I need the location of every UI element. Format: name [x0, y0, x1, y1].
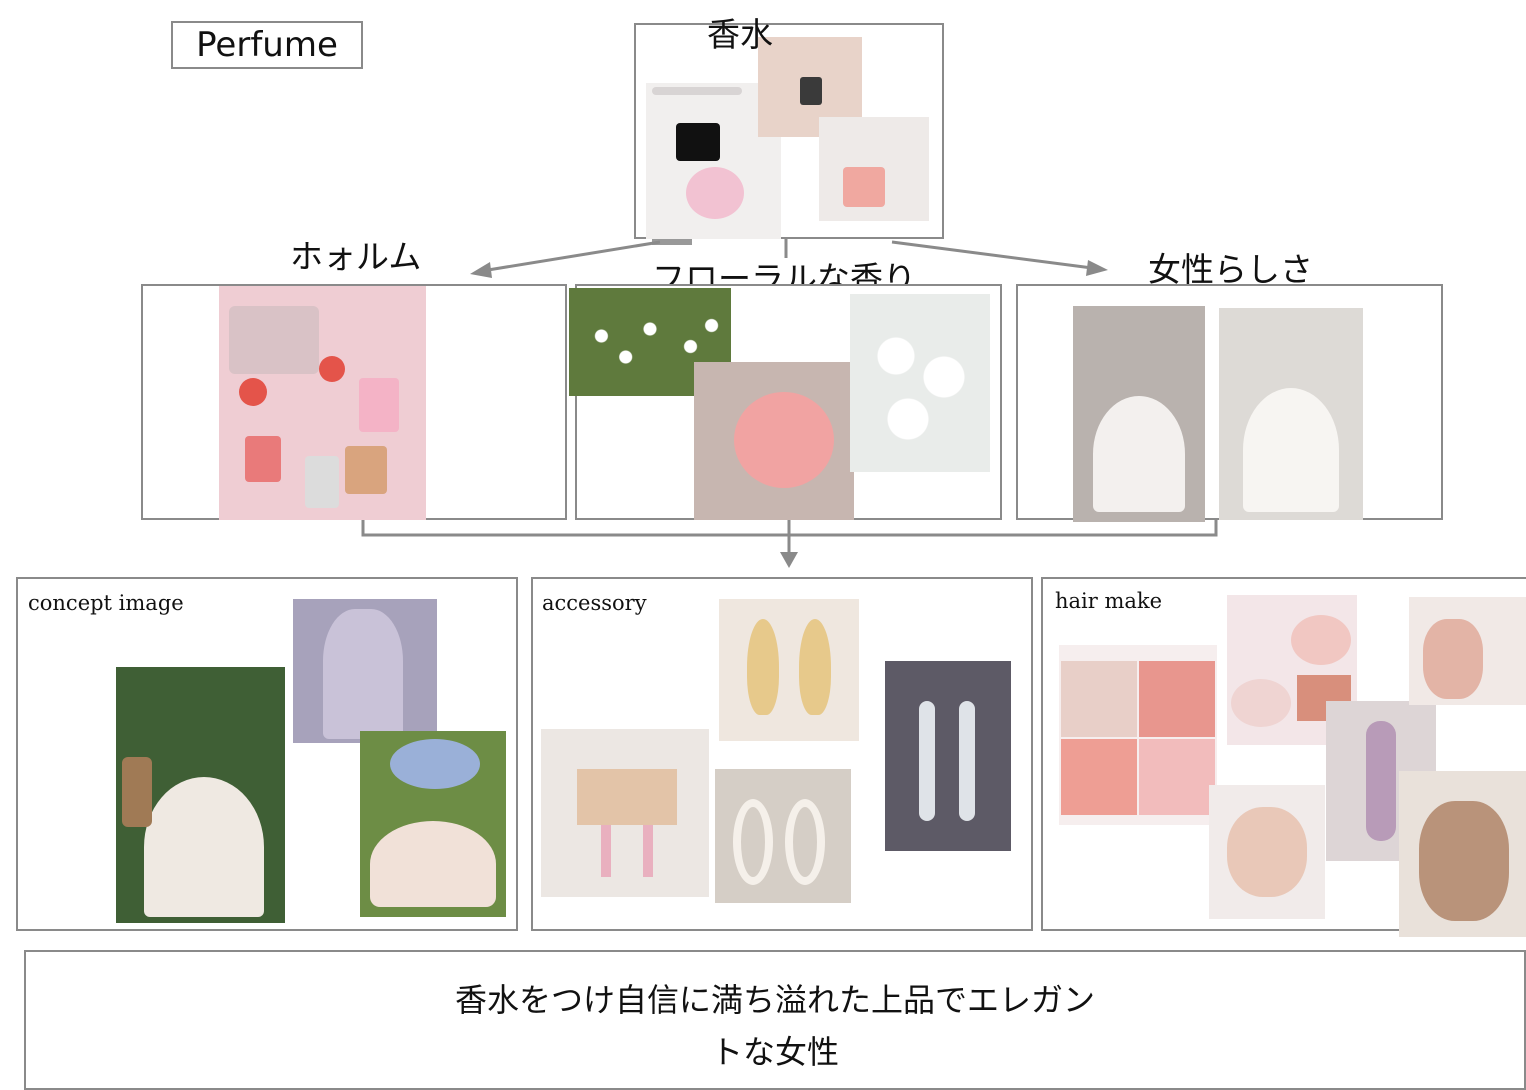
post-actions [652, 239, 692, 245]
deer [122, 757, 152, 827]
form-photo-perfume-collage [219, 286, 426, 520]
lips-tile-1 [1139, 661, 1215, 737]
hydrangea [390, 739, 480, 789]
lavender-gown [323, 609, 403, 739]
floral-photo-bouquet [694, 362, 854, 520]
panel-label-concept: concept image [28, 591, 184, 615]
conclusion-line-1: 香水をつけ自信に満ち溢れた上品でエレガン [454, 981, 1095, 1019]
root-node [634, 23, 944, 245]
arrowhead-feminine [1086, 260, 1108, 276]
pink-bottle [686, 167, 744, 219]
panel-accessory: accessory [531, 577, 1033, 931]
hairmake-photo-makeup-grid [1059, 645, 1217, 825]
title-tag-label: Perfume [196, 25, 338, 65]
accessory-photo-crystal-drops [885, 661, 1011, 851]
miss-dior-bottle [843, 167, 885, 207]
pink-drop-right [643, 825, 653, 877]
lips-tile-2 [1061, 739, 1137, 815]
crystal-drop-right [959, 701, 975, 821]
title-tag: Perfume [171, 21, 363, 69]
root-label: 香水 [707, 15, 773, 54]
chanel-bottle [676, 123, 720, 161]
perfume-bottle-4 [345, 446, 387, 494]
earring-card [577, 769, 677, 825]
rose-1 [239, 378, 267, 406]
panel-label-hair-make: hair make [1055, 589, 1163, 613]
branch-box-form [141, 284, 567, 520]
connector-root-to-feminine [891, 240, 1093, 270]
branch-label-form: ホォルム [290, 237, 422, 276]
feminine-photo-dress-1 [1073, 306, 1205, 522]
hairmake-photo-pink-hair [1409, 597, 1526, 705]
post-header [652, 87, 742, 95]
hairmake-photo-portrait [1209, 785, 1325, 919]
accessory-photo-card-earrings [541, 729, 709, 897]
panel-hair-make: hair make [1041, 577, 1526, 937]
conclusion-text: 香水をつけ自信に満ち溢れた上品でエレガン トな女性 [26, 974, 1524, 1078]
hairmake-photo-flower-crown [1399, 771, 1526, 937]
sitting-gown [370, 821, 496, 907]
bouquet [734, 392, 834, 488]
eye-closeup [1291, 615, 1351, 665]
panel-concept-image: concept image [16, 577, 518, 931]
crystal-drop-left [919, 701, 935, 821]
perfume-bottle-2 [245, 436, 281, 482]
perfume-bottle-1 [359, 378, 399, 432]
white-flower-cluster [860, 314, 980, 454]
rose-2 [319, 356, 345, 382]
wedding-dress-1 [1093, 396, 1185, 512]
conclusion-line-2: トな女性 [710, 1033, 839, 1071]
hairmake-photo-eye-palette [1227, 595, 1357, 745]
accessory-photo-pearl-hoops [715, 769, 851, 903]
branch-label-feminine: 女性らしさ [1148, 250, 1313, 289]
face-tile [1061, 661, 1137, 737]
branch-box-feminine [1016, 284, 1443, 522]
portrait-face [1227, 807, 1307, 897]
accessory-photo-gold-earrings [719, 599, 859, 741]
concept-photo-lavender [293, 599, 437, 743]
pearl-hoop-right [785, 799, 825, 885]
concept-photo-hydrangea [360, 731, 506, 917]
conclusion-box: 香水をつけ自信に満ち溢れた上品でエレガン トな女性 [24, 950, 1526, 1090]
branch-box-floral [569, 284, 1002, 520]
arrowhead-form [470, 262, 492, 278]
jewelry-box [229, 306, 319, 374]
bottle-in-hand [800, 77, 822, 105]
arrowhead-merge [780, 552, 798, 568]
panel-label-accessory: accessory [542, 591, 647, 615]
wedding-dress-2 [1243, 388, 1339, 512]
lip-product-tile [1139, 739, 1215, 815]
pink-twintails [1423, 619, 1483, 699]
concept-photo-forest [116, 667, 285, 923]
floral-photo-white-flowers [850, 294, 990, 472]
pearl-hoop-left [733, 799, 773, 885]
gold-earring-left [747, 619, 779, 715]
braid-flowers [1366, 721, 1396, 841]
root-photo-post [646, 83, 781, 239]
eye-closeup-2 [1231, 679, 1291, 727]
feminine-photo-dress-2 [1219, 308, 1363, 520]
root-photo-miss-dior [819, 117, 929, 221]
perfume-bottle-3 [305, 456, 339, 508]
wavy-hair [1419, 801, 1509, 921]
gold-earring-right [799, 619, 831, 715]
concept-gown [144, 777, 264, 917]
pink-drop-left [601, 825, 611, 877]
connector-root-to-form [487, 240, 661, 272]
